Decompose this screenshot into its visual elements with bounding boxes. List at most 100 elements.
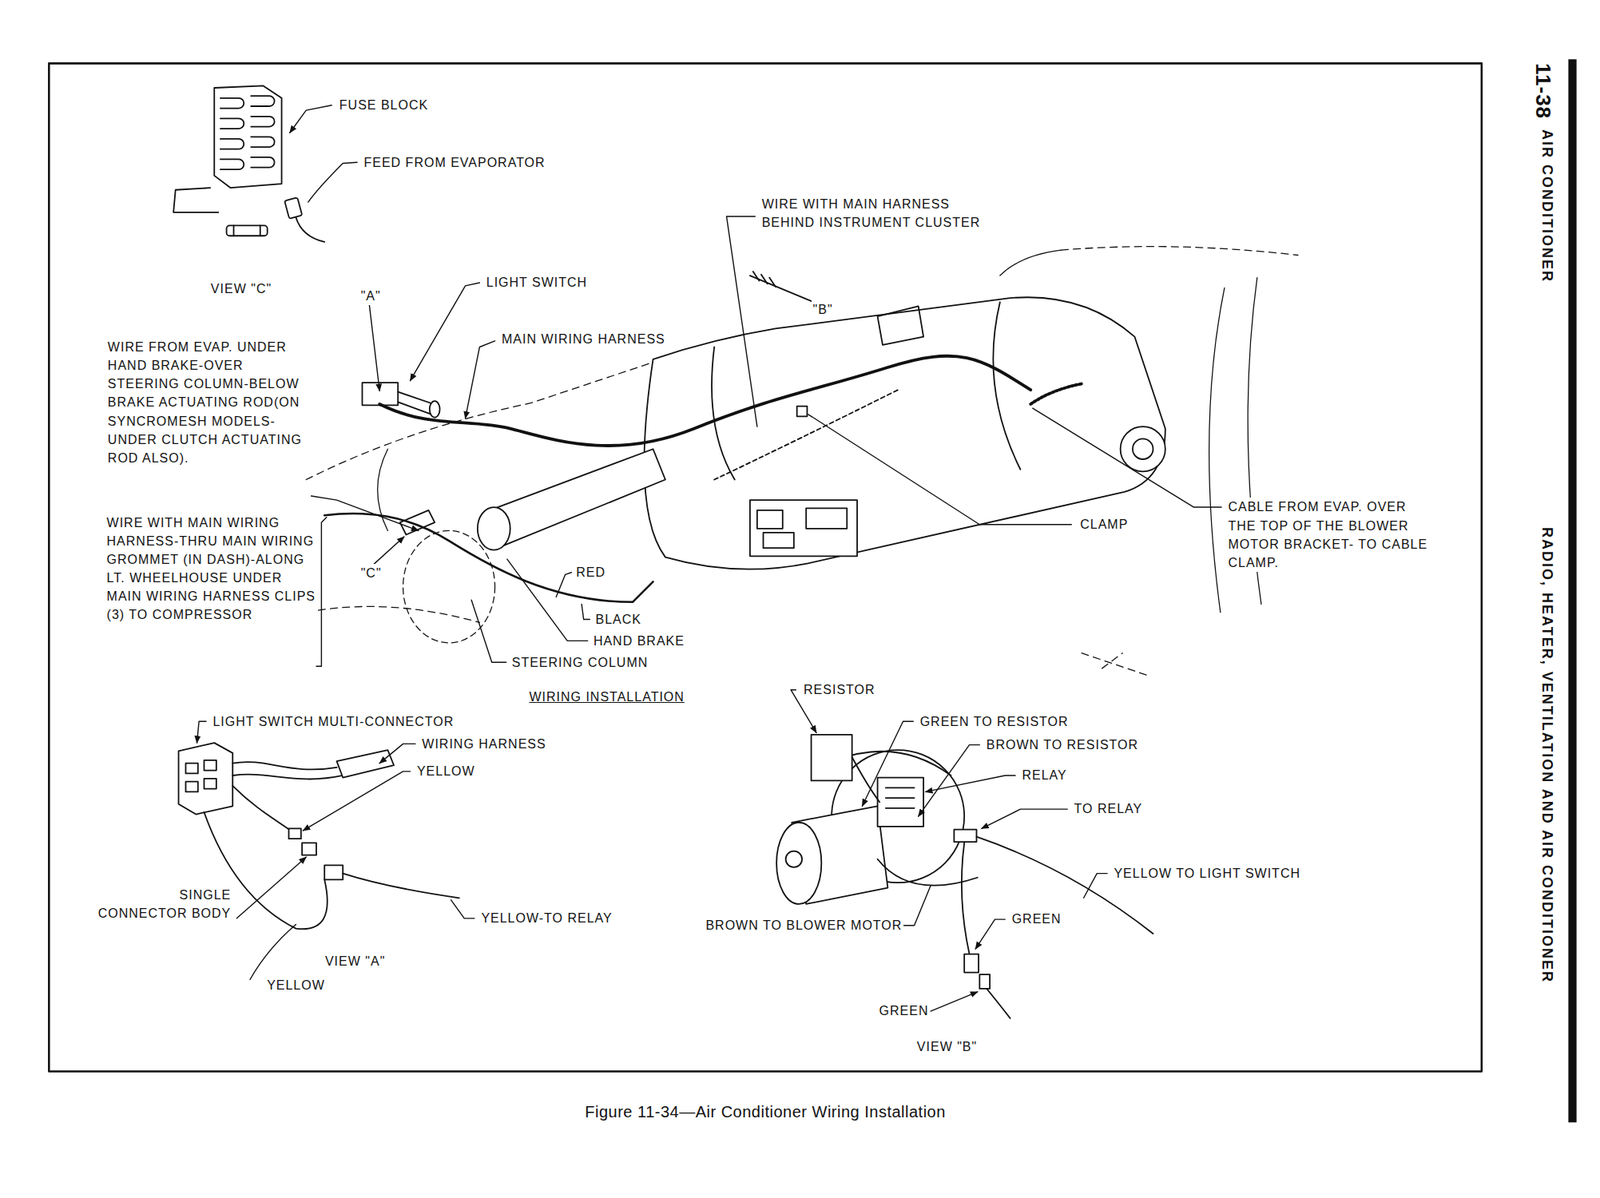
light-switch (361, 382, 398, 405)
evaporator-housing (1132, 438, 1154, 460)
callout-label: BLACK (593, 610, 643, 629)
leader-lines (861, 721, 914, 806)
leader-lines (371, 536, 405, 567)
wiring (324, 356, 1082, 603)
page-header: AIR CONDITIONER (1538, 127, 1555, 285)
fuse-block (220, 116, 275, 129)
control-panel (750, 500, 858, 556)
leader-lines (1032, 408, 1222, 508)
leader-lines (930, 992, 978, 1012)
resistor-relay (885, 787, 915, 809)
leader-lines (918, 745, 981, 817)
callout-label: "C" (359, 563, 384, 583)
control-panel (763, 532, 795, 548)
arrow-b (753, 271, 776, 287)
blower-motor (776, 822, 822, 905)
callout-label: WIRE FROM EVAP. UNDER HAND BRAKE-OVER ST… (106, 337, 310, 468)
resistor-relay (877, 778, 924, 827)
leader-lines (197, 105, 1223, 1012)
dash-outline (305, 362, 653, 481)
callout-label: "B" (811, 300, 835, 319)
wiring (1030, 383, 1082, 405)
fuse-block (214, 85, 282, 188)
blower-motor (836, 751, 951, 776)
page-frame (48, 63, 1482, 1072)
evaporator-housing (1120, 426, 1166, 472)
callout-label: GREEN (1010, 909, 1064, 929)
fuse-block (295, 217, 325, 243)
view-b-wires (953, 829, 977, 842)
blower-motor (786, 851, 802, 868)
view-b-wires (986, 988, 1010, 1019)
leader-lines (465, 341, 496, 419)
leader-lines (302, 771, 410, 831)
dash-outline (1081, 653, 1148, 676)
callout-label: MAIN WIRING HARNESS (500, 329, 667, 349)
leader-lines (289, 105, 332, 133)
view-a-wires (342, 873, 460, 899)
wiring (797, 406, 808, 417)
callout-label: "A" (359, 286, 383, 306)
callout-label: BROWN TO BLOWER MOTOR (703, 916, 904, 935)
leader-lines (451, 900, 475, 919)
view-a-wires (324, 865, 343, 880)
callout-label: LIGHT SWITCH (484, 273, 589, 292)
leader-lines (197, 721, 207, 743)
leader-lines (250, 924, 296, 980)
callout-label: RED (574, 563, 608, 582)
multi-connector (178, 742, 234, 814)
callout-label: GREEN (877, 1001, 931, 1021)
fuse-block (220, 157, 275, 170)
callout-label: GREEN TO RESISTOR (918, 712, 1071, 731)
body-outline (377, 250, 1262, 612)
callout-label: YELLOW-TO RELAY (479, 909, 614, 928)
leader-lines (1083, 873, 1108, 899)
resistor-relay (811, 734, 925, 827)
leader-lines (925, 775, 1016, 792)
body-outline (1209, 287, 1225, 612)
control-panel (757, 510, 783, 529)
view-a-wires (337, 750, 395, 778)
wiring (714, 389, 898, 480)
view-b-wires (877, 859, 978, 886)
view-a-wires (232, 774, 343, 780)
callout-label: TO RELAY (1072, 799, 1145, 818)
steering-column (489, 448, 666, 548)
fuse-block (173, 187, 219, 213)
evaporator-housing (877, 305, 924, 346)
view-a-wires (289, 828, 302, 839)
fuse-block (234, 225, 261, 236)
fuse-block (226, 225, 268, 236)
callout-label: VIEW "A" (323, 952, 387, 971)
evaporator-housing (711, 301, 1021, 480)
view-a-wires (301, 842, 317, 855)
callout-label: FUSE BLOCK (337, 95, 430, 115)
leader-lines (236, 857, 306, 919)
steering-column (477, 507, 511, 551)
page-header: 11-38 (1531, 61, 1555, 121)
page-header: RADIO, HEATER, VENTILATION AND AIR CONDI… (1538, 525, 1555, 985)
callout-label: WIRE WITH MAIN WIRING HARNESS-THRU MAIN … (105, 513, 318, 625)
leader-lines (975, 919, 1005, 949)
wiring (324, 513, 653, 603)
fuse-block (173, 85, 325, 242)
leader-lines (903, 885, 931, 926)
light-switch (429, 400, 441, 417)
control-panel (750, 500, 858, 556)
leader-lines (981, 809, 1068, 829)
callout-label: FEED FROM EVAPORATOR (361, 153, 547, 172)
leader-lines (555, 572, 572, 598)
evaporator-housing (644, 297, 1166, 569)
dash-outline (305, 246, 1299, 676)
multi-connector (178, 742, 234, 814)
callout-label: VIEW "B" (915, 1037, 979, 1057)
callout-label: YELLOW (265, 976, 327, 995)
leader-lines (379, 743, 416, 763)
callout-label: YELLOW TO LIGHT SWITCH (1111, 864, 1303, 883)
leader-lines (311, 496, 419, 531)
leader-lines (308, 162, 358, 203)
body-outline (1000, 250, 1062, 276)
multi-connector (185, 760, 216, 793)
leader-lines (471, 599, 506, 663)
callout-label: SINGLE CONNECTOR BODY (93, 885, 233, 923)
